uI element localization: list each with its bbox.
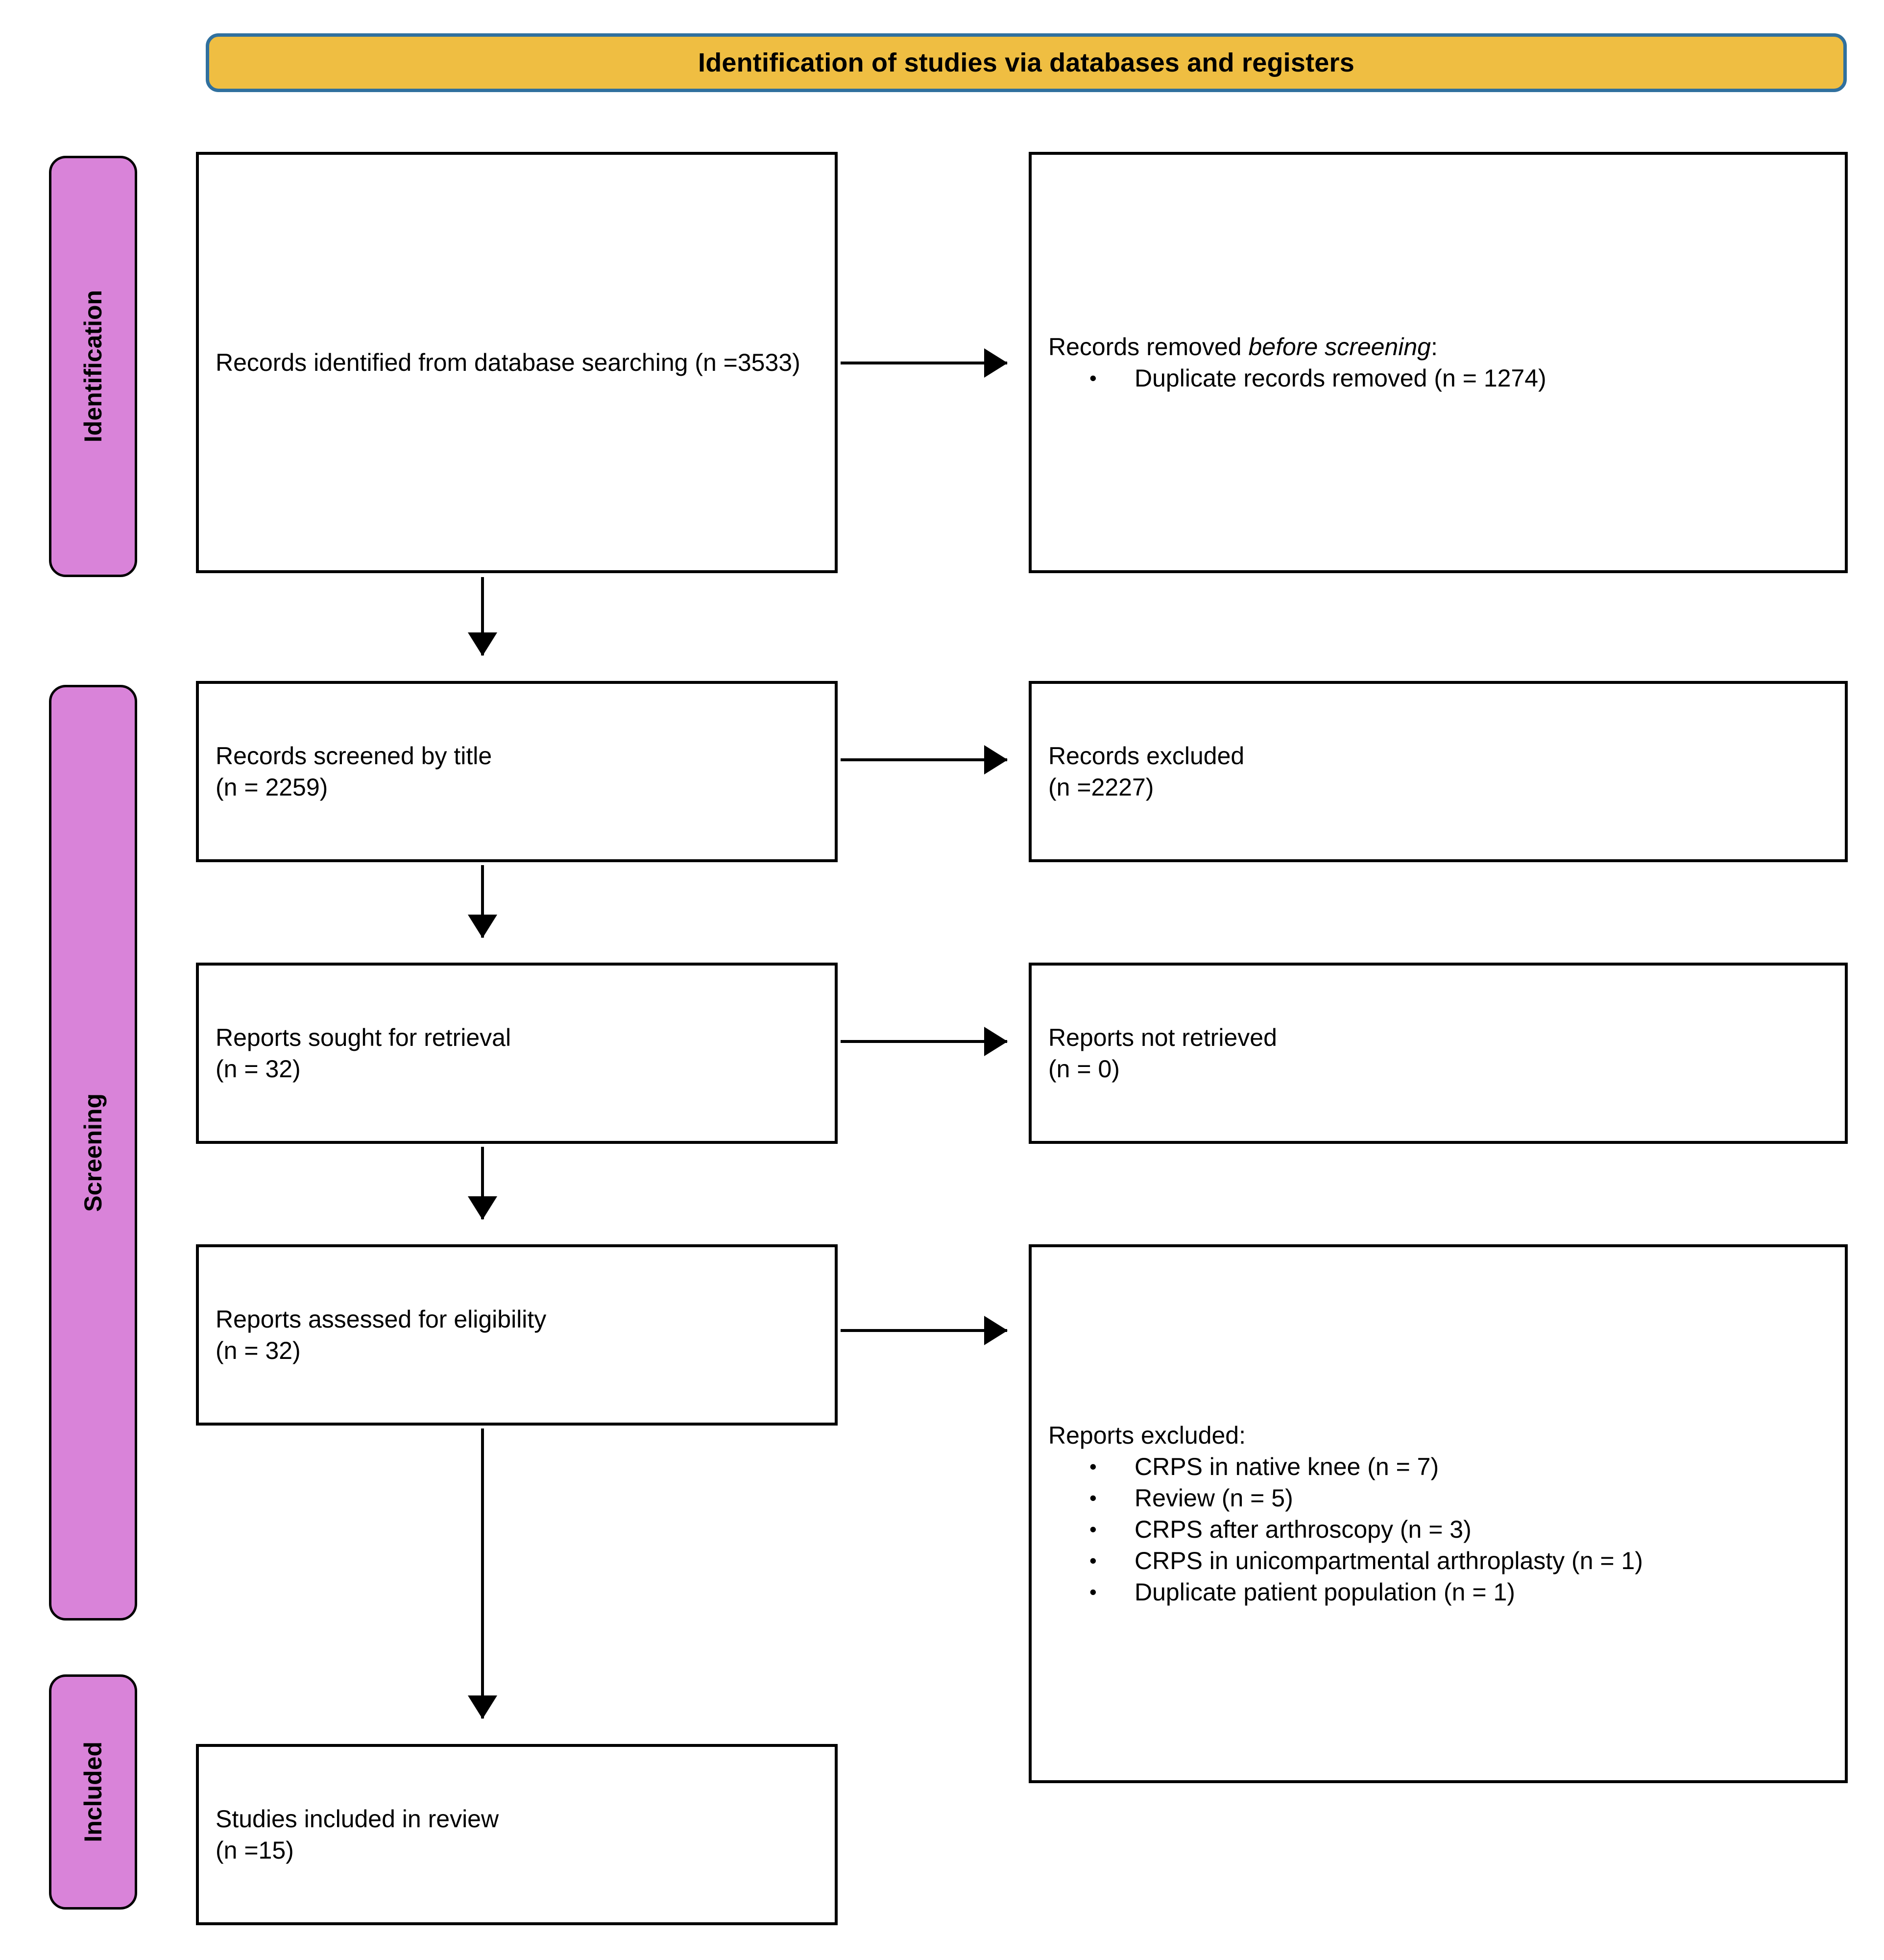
list-item: Duplicate patient population (n = 1): [1089, 1576, 1828, 1608]
box-records-identified-text: Records identified from database searchi…: [216, 349, 800, 376]
box-reports-sought: Reports sought for retrieval (n = 32): [196, 963, 838, 1144]
list-item: CRPS after arthroscopy (n = 3): [1089, 1514, 1828, 1545]
records-removed-emphasis: before screening: [1248, 333, 1431, 361]
arrow-assessed-to-excluded: [841, 1316, 1008, 1345]
phase-chip-screening-label: Screening: [79, 1093, 107, 1212]
box-reports-assessed-text: Reports assessed for eligibility (n = 32…: [216, 1306, 547, 1364]
phase-chip-identification-label: Identification: [79, 290, 107, 443]
box-reports-not-retrieved-text: Reports not retrieved (n = 0): [1048, 1024, 1277, 1083]
box-records-identified: Records identified from database searchi…: [196, 152, 838, 573]
phase-banner-title: Identification of studies via databases …: [698, 48, 1354, 77]
list-item: Duplicate records removed (n = 1274): [1089, 363, 1828, 394]
arrow-screened-to-excluded: [841, 745, 1008, 774]
phase-chip-included-label: Included: [79, 1742, 107, 1842]
arrow-identified-to-screened: [468, 577, 497, 656]
list-item: Review (n = 5): [1089, 1482, 1828, 1514]
list-item: CRPS in unicompartmental arthroplasty (n…: [1089, 1545, 1828, 1576]
phase-chip-identification: Identification: [49, 156, 137, 577]
reports-excluded-list: CRPS in native knee (n = 7) Review (n = …: [1032, 1451, 1845, 1608]
arrow-identified-to-removed: [841, 348, 1008, 378]
phase-chip-included: Included: [49, 1674, 137, 1910]
box-studies-included: Studies included in review (n =15): [196, 1744, 838, 1925]
box-records-removed-title: Records removed before screening:: [1032, 331, 1845, 363]
box-records-excluded: Records excluded (n =2227): [1029, 681, 1848, 862]
box-studies-included-text: Studies included in review (n =15): [216, 1805, 499, 1864]
arrow-assessed-to-included: [468, 1428, 497, 1719]
box-records-removed-before-screening: Records removed before screening: Duplic…: [1029, 152, 1848, 573]
records-removed-prefix: Records removed: [1048, 333, 1249, 361]
box-reports-assessed: Reports assessed for eligibility (n = 32…: [196, 1244, 838, 1426]
box-reports-excluded: Reports excluded: CRPS in native knee (n…: [1029, 1244, 1848, 1783]
box-records-screened-text: Records screened by title (n = 2259): [216, 742, 492, 801]
records-removed-list: Duplicate records removed (n = 1274): [1032, 363, 1845, 394]
phase-chip-screening: Screening: [49, 685, 137, 1621]
list-item: CRPS in native knee (n = 7): [1089, 1451, 1828, 1482]
phase-banner-identification: Identification of studies via databases …: [206, 33, 1847, 92]
box-records-excluded-text: Records excluded (n =2227): [1048, 742, 1245, 801]
arrow-sought-to-assessed: [468, 1147, 497, 1220]
box-records-screened: Records screened by title (n = 2259): [196, 681, 838, 862]
box-reports-excluded-title: Reports excluded:: [1048, 1422, 1246, 1449]
arrow-screened-to-sought: [468, 865, 497, 938]
box-reports-not-retrieved: Reports not retrieved (n = 0): [1029, 963, 1848, 1144]
box-reports-sought-text: Reports sought for retrieval (n = 32): [216, 1024, 511, 1083]
arrow-sought-to-not-retrieved: [841, 1027, 1008, 1056]
records-removed-suffix: :: [1430, 333, 1438, 361]
